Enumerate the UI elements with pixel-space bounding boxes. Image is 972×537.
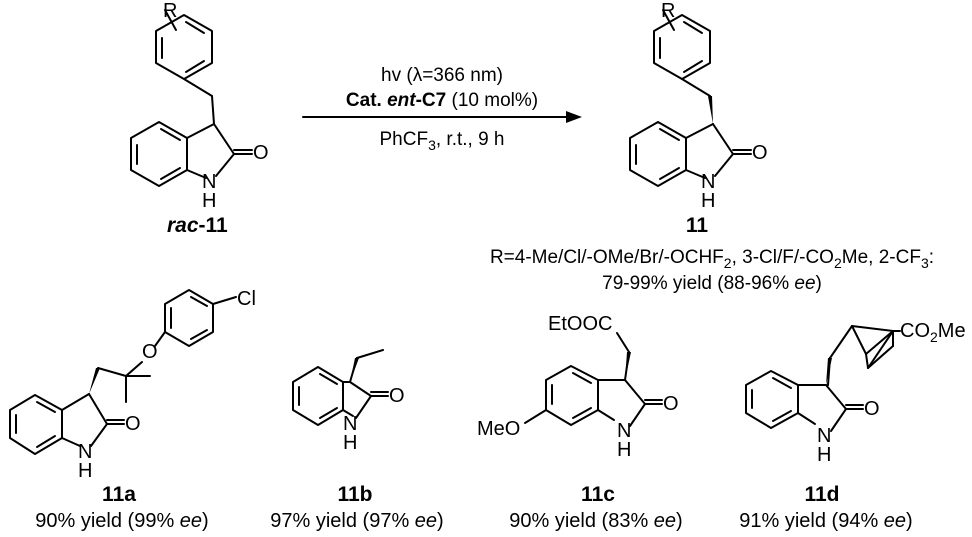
svg-text:O: O [864,398,880,420]
product-stereo-wedge [708,96,713,124]
svg-text:H: H [617,439,631,461]
product-h: H [701,190,715,212]
cl-atom: Cl [237,288,256,310]
reactant-label-num: -11 [199,214,229,237]
compound-11a-label: 11a [102,483,136,506]
reactant-carbonyl-o: O [253,142,269,164]
svg-text:H: H [343,432,357,454]
ester-label: EtOOC [548,313,612,335]
product-oxindole [629,121,752,187]
svg-text:N: N [817,425,831,447]
compound-11b-structure: O N H [292,349,405,454]
compound-11c-structure: EtOOC O N H MeO [477,313,679,461]
compound-11a-structure: Cl O O N H [9,288,256,482]
compound-11b-yield: 97% yield (97% ee) [270,510,443,532]
reactant-oxindole [130,121,253,187]
scope-line-1: R=4-Me/Cl/-OMe/Br/-OCHF2, 3-Cl/F/-CO2Me,… [490,247,934,271]
svg-text:N: N [343,413,357,435]
methoxy-label: MeO [477,418,520,440]
svg-text:O: O [389,385,405,407]
condition-light: hv (λ=366 nm) [381,65,503,86]
reactant-ch2-bond [183,78,213,97]
compound-11c-label: 11c [581,483,615,506]
product-carbonyl-o: O [752,142,768,164]
svg-text:O: O [125,413,141,435]
svg-text:H: H [78,460,92,482]
svg-text:O: O [663,393,679,415]
condition-solvent: PhCF3, r.t., 9 h [379,129,504,153]
reactant-r-substituent: R [163,0,177,22]
product-r-substituent: R [661,0,675,22]
compound-11d-structure: CO2Me O N H [745,320,966,466]
svg-text:H: H [817,444,831,466]
product-label: 11 [686,214,709,237]
product-aryl-ring [653,9,711,80]
svg-text:N: N [78,441,92,463]
svg-text:N: N [617,420,631,442]
compound-11d-yield: 91% yield (94% ee) [739,510,912,532]
reaction-arrow [302,111,582,123]
compound-11d-label: 11d [804,483,839,506]
reactant-structure: R O N H [130,0,269,212]
ether-o: O [142,341,158,363]
compound-11a-yield: 90% yield (99% ee) [35,510,208,532]
compound-11c-yield: 90% yield (83% ee) [509,510,682,532]
compound-11b-label: 11b [337,483,372,506]
product-structure: R O N H [629,0,768,212]
reactant-n: N [202,171,216,193]
reactant-label-rac: rac [167,214,199,237]
reactant-aryl-ring [155,9,213,80]
methyl-ester-label: CO2Me [900,320,966,345]
condition-catalyst: Cat. ent-C7 (10 mol%) [346,90,538,111]
reactant-label: rac-11 [167,214,228,237]
reactant-h: H [202,190,216,212]
scope-line-2: 79-99% yield (88-96% ee) [602,273,822,294]
reactant-c3-bond [211,95,215,125]
product-n: N [701,171,715,193]
